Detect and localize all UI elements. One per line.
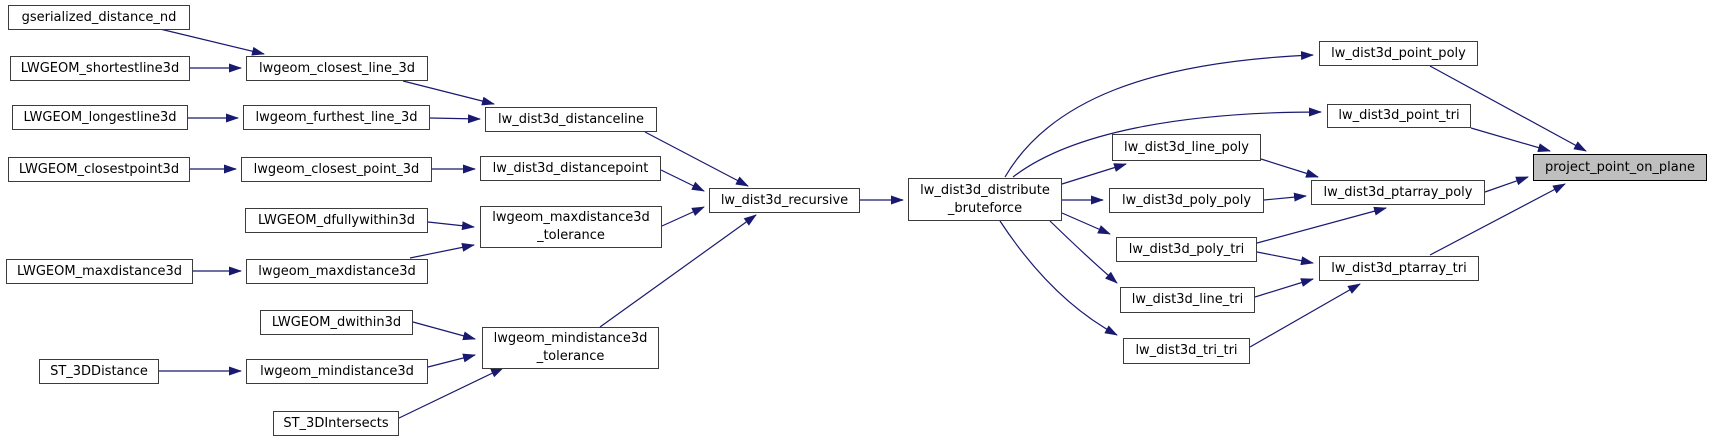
node-lwgeom-closest-point-3d[interactable]: lwgeom_closest_point_3d — [241, 157, 432, 182]
node-lw-dist3d-recursive[interactable]: lw_dist3d_recursive — [709, 188, 860, 213]
edge-lw-dist3d-distancepoint--lw-dist3d-recursive — [660, 169, 705, 192]
edge-lwgeom-furthest-line-3d--lw-dist3d-distanceline — [429, 114, 481, 124]
edge-lw-dist3d-tri-tri--lw-dist3d-ptarray-tri — [1249, 283, 1361, 348]
node-lwgeom-longestline3d-sql[interactable]: LWGEOM_longestline3d — [12, 105, 188, 130]
node-lwgeom-furthest-line-3d[interactable]: lwgeom_furthest_line_3d — [243, 105, 430, 130]
edge-lw-dist3d-distribute-bruteforce--lw-dist3d-poly-tri — [1061, 212, 1111, 235]
edge-lw-dist3d-point-tri--project-point-on-plane — [1470, 127, 1551, 152]
node-lw-dist3d-point-tri[interactable]: lw_dist3d_point_tri — [1327, 104, 1471, 128]
edge-lw-dist3d-ptarray-poly--project-point-on-plane — [1484, 176, 1529, 193]
edge-lw-dist3d-poly-poly--lw-dist3d-ptarray-poly — [1263, 192, 1307, 202]
node-lw-dist3d-line-tri[interactable]: lw_dist3d_line_tri — [1120, 287, 1255, 313]
edge-lw-dist3d-point-poly--project-point-on-plane — [1429, 65, 1587, 152]
edge-lwgeom-closest-line-3d--lw-dist3d-distanceline — [402, 80, 495, 106]
node-lwgeom-closest-line-3d[interactable]: lwgeom_closest_line_3d — [246, 56, 428, 81]
node-lw-dist3d-poly-tri[interactable]: lw_dist3d_poly_tri — [1116, 237, 1257, 262]
node-lwgeom-mindistance3d[interactable]: lwgeom_mindistance3d — [246, 359, 428, 384]
node-lwgeom-maxdistance3d[interactable]: lwgeom_maxdistance3d — [246, 259, 428, 284]
edge-lwgeom-maxdistance3d--lwgeom-maxdistance3d-tolerance — [409, 242, 475, 259]
node-lw-dist3d-distancepoint[interactable]: lw_dist3d_distancepoint — [480, 156, 661, 181]
edge-lw-dist3d-distribute-bruteforce--lw-dist3d-point-poly — [1004, 51, 1314, 178]
edge-lw-dist3d-distribute-bruteforce--lw-dist3d-point-tri — [1012, 107, 1322, 178]
edge-lwgeom-mindistance3d--lwgeom-mindistance3d-tolerance — [427, 353, 476, 368]
edge-lwgeom-maxdistance3d-tolerance--lw-dist3d-recursive — [661, 206, 705, 227]
edge-lwgeom-mindistance3d-tolerance--lw-dist3d-recursive — [599, 214, 757, 328]
edge-lw-dist3d-distanceline--lw-dist3d-recursive — [644, 131, 749, 187]
edge-gserialized-distance-nd--lwgeom-closest-line-3d — [159, 28, 265, 56]
node-lwgeom-mindistance3d-tolerance[interactable]: lwgeom_mindistance3d _tolerance — [482, 327, 659, 369]
node-lw-dist3d-line-poly[interactable]: lw_dist3d_line_poly — [1112, 134, 1261, 161]
node-lwgeom-closestpoint3d-sql[interactable]: LWGEOM_closestpoint3d — [8, 157, 190, 182]
edge-lw-dist3d-distribute-bruteforce--lw-dist3d-line-poly — [1061, 163, 1127, 185]
node-lwgeom-maxdistance3d-sql[interactable]: LWGEOM_maxdistance3d — [6, 259, 193, 284]
edge-st-3dintersects--lwgeom-mindistance3d-tolerance — [396, 367, 504, 420]
node-lw-dist3d-poly-poly[interactable]: lw_dist3d_poly_poly — [1109, 188, 1264, 213]
edge-lwgeom-dfullywithin3d-sql--lwgeom-maxdistance3d-tolerance — [427, 221, 475, 231]
node-lw-dist3d-distanceline[interactable]: lw_dist3d_distanceline — [485, 107, 657, 132]
node-lw-dist3d-ptarray-tri[interactable]: lw_dist3d_ptarray_tri — [1319, 256, 1479, 281]
node-st-3dintersects[interactable]: ST_3DIntersects — [273, 411, 399, 436]
node-lwgeom-dfullywithin3d-sql[interactable]: LWGEOM_dfullywithin3d — [245, 208, 428, 233]
node-st-3ddistance[interactable]: ST_3DDistance — [39, 359, 159, 384]
edge-lw-dist3d-poly-tri--lw-dist3d-ptarray-poly — [1256, 206, 1387, 244]
node-project-point-on-plane: project_point_on_plane — [1533, 154, 1707, 181]
node-lwgeom-maxdistance3d-tolerance[interactable]: lwgeom_maxdistance3d _tolerance — [480, 206, 662, 248]
edges-group — [159, 28, 1587, 420]
node-lw-dist3d-point-poly[interactable]: lw_dist3d_point_poly — [1319, 41, 1478, 66]
edge-lw-dist3d-line-poly--lw-dist3d-ptarray-poly — [1260, 158, 1319, 178]
node-gserialized-distance-nd[interactable]: gserialized_distance_nd — [8, 5, 190, 30]
node-lwgeom-dwithin3d-sql[interactable]: LWGEOM_dwithin3d — [260, 310, 413, 335]
node-lw-dist3d-tri-tri[interactable]: lw_dist3d_tri_tri — [1123, 338, 1250, 364]
node-lw-dist3d-distribute-bruteforce[interactable]: lw_dist3d_distribute _bruteforce — [908, 178, 1062, 221]
edge-lw-dist3d-ptarray-tri--project-point-on-plane — [1429, 183, 1566, 256]
edge-lw-dist3d-line-tri--lw-dist3d-ptarray-tri — [1254, 278, 1314, 298]
node-lwgeom-shortestline3d-sql[interactable]: LWGEOM_shortestline3d — [10, 56, 190, 81]
edge-lw-dist3d-poly-tri--lw-dist3d-ptarray-tri — [1256, 251, 1314, 266]
node-lw-dist3d-ptarray-poly[interactable]: lw_dist3d_ptarray_poly — [1311, 180, 1485, 205]
edge-lw-dist3d-distribute-bruteforce--lw-dist3d-line-tri — [1049, 220, 1118, 284]
edge-lw-dist3d-distribute-bruteforce--lw-dist3d-tri-tri — [999, 220, 1118, 336]
edge-lwgeom-dwithin3d-sql--lwgeom-mindistance3d-tolerance — [412, 321, 476, 341]
